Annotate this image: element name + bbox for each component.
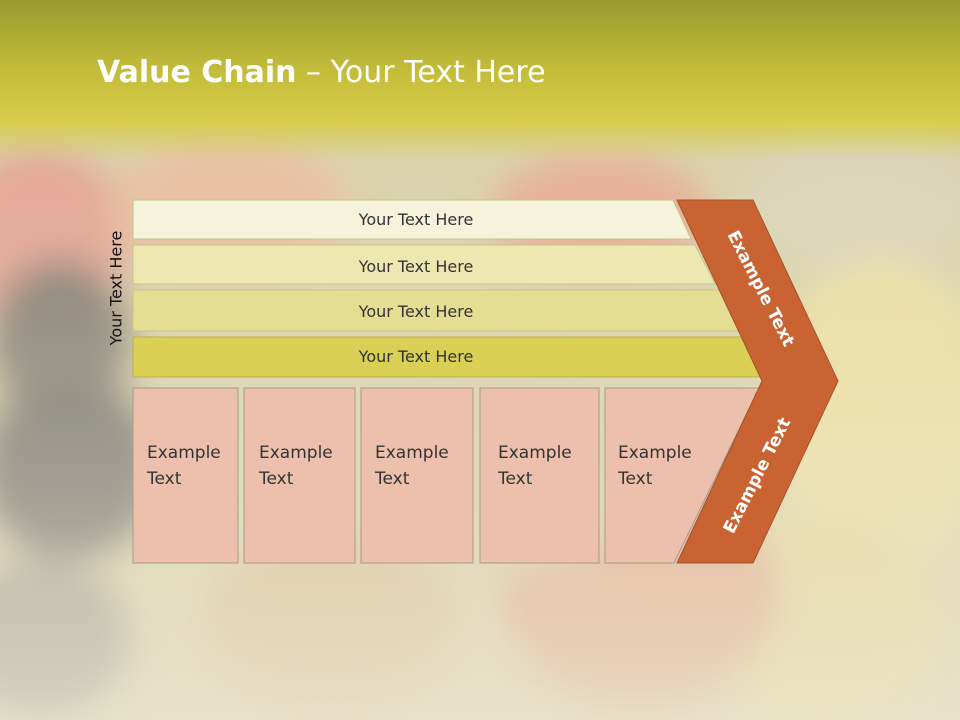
box-5-line2: Text bbox=[617, 469, 653, 489]
svg-text:ExampleText: Example Text bbox=[258, 637, 333, 683]
refl-2-line2: Text bbox=[258, 637, 294, 657]
refl-4-line1: Example bbox=[498, 663, 572, 683]
box-1-line2: Text bbox=[146, 469, 182, 489]
box-4-line1: Example bbox=[498, 443, 572, 463]
box-3-line1: Example bbox=[375, 443, 449, 463]
refl-1-line1: Example bbox=[147, 663, 221, 683]
refl-5-line1: Example bbox=[618, 663, 692, 683]
svg-text:ExampleText: Example Text bbox=[146, 637, 221, 683]
refl-4-line2: Text bbox=[497, 637, 533, 657]
svg-text:ExampleText: Example Text bbox=[374, 637, 449, 683]
box-4-line2: Text bbox=[497, 469, 533, 489]
box-5-line1: Example bbox=[618, 443, 692, 463]
svg-text:ExampleText: ExampleText bbox=[374, 443, 449, 489]
bar-3: Your Text Here bbox=[132, 289, 740, 332]
margin-chevron: Example Text Example Text bbox=[676, 199, 839, 564]
svg-text:ExampleText: ExampleText bbox=[497, 443, 572, 489]
bar-2: Your Text Here bbox=[132, 244, 716, 285]
reflection: Example Text Example Text Example Text Exam… bbox=[133, 563, 827, 720]
svg-text:ExampleText: ExampleText bbox=[617, 443, 692, 489]
page-title: Value Chain – Your Text Here bbox=[97, 55, 546, 90]
refl-5-line2: Text bbox=[617, 637, 653, 657]
title-rest: – Your Text Here bbox=[296, 55, 546, 90]
svg-text:ExampleText: Example Text bbox=[497, 637, 572, 683]
refl-3-line1: Example bbox=[375, 663, 449, 683]
bar-3-label: Your Text Here bbox=[358, 302, 474, 321]
svg-text:ExampleText: Example Text bbox=[617, 637, 692, 683]
svg-text:ExampleText: ExampleText bbox=[258, 443, 333, 489]
bar-1-label: Your Text Here bbox=[358, 210, 474, 229]
bar-4-label: Your Text Here bbox=[358, 347, 474, 366]
bar-2-label: Your Text Here bbox=[358, 257, 474, 276]
box-2-line1: Example bbox=[259, 443, 333, 463]
box-2-line2: Text bbox=[258, 469, 294, 489]
refl-2-line1: Example bbox=[259, 663, 333, 683]
title-bold: Value Chain bbox=[97, 55, 297, 90]
bar-1: Your Text Here bbox=[132, 199, 692, 240]
bar-4: Your Text Here bbox=[132, 336, 764, 378]
box-3-line2: Text bbox=[374, 469, 410, 489]
svg-text:ExampleText: ExampleText bbox=[146, 443, 221, 489]
title-band bbox=[0, 0, 960, 160]
refl-3-line2: Text bbox=[374, 637, 410, 657]
box-1-line1: Example bbox=[147, 443, 221, 463]
refl-1-line2: Text bbox=[146, 637, 182, 657]
